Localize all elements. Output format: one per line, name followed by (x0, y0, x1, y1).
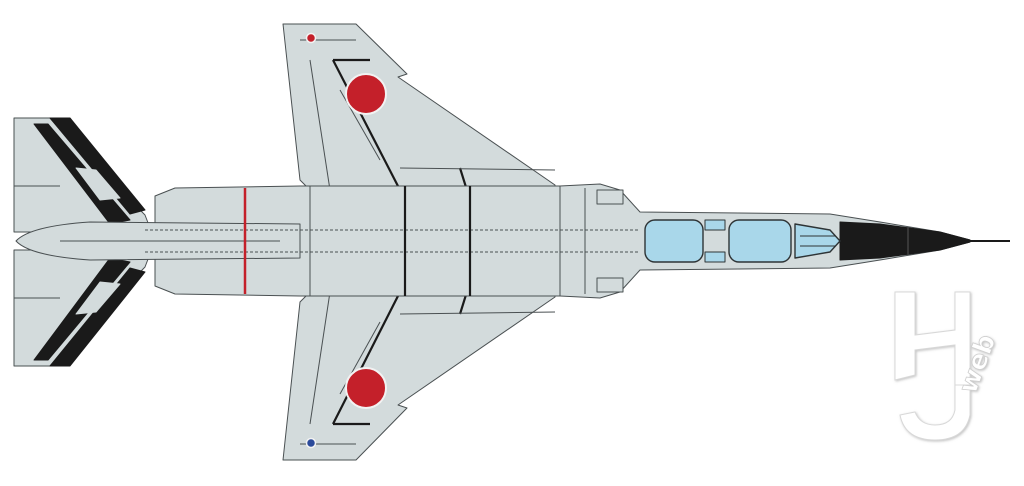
roundel-lower (345, 367, 387, 409)
fuselage (15, 183, 971, 299)
canopy-rear-seat (728, 219, 792, 263)
nose-radome (839, 221, 971, 261)
tailplane-upper (13, 117, 151, 233)
canopy (644, 219, 841, 263)
wing-lower (282, 281, 556, 461)
tailplane-lower (13, 249, 151, 367)
roundel-upper (345, 73, 387, 115)
wing-upper (282, 23, 556, 201)
hj-web-watermark: web (894, 291, 1003, 441)
nav-light-blue (305, 437, 317, 449)
nav-light-red (305, 32, 317, 44)
canopy-front-seat (644, 219, 704, 263)
watermark-letter-j (899, 384, 971, 441)
